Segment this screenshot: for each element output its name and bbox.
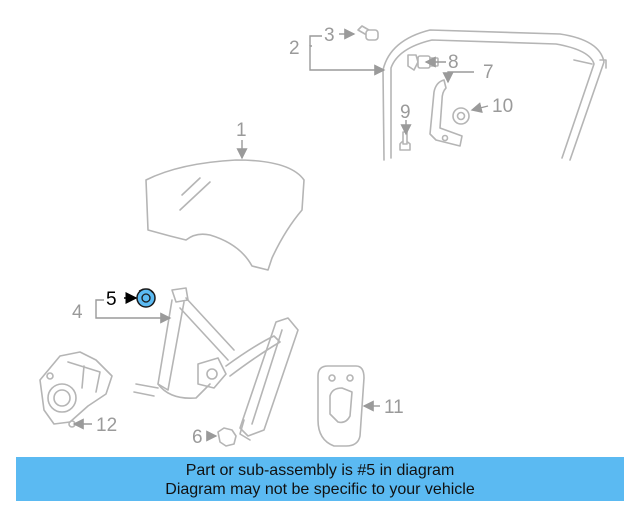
bracket-part-7 <box>429 79 463 147</box>
callout-7: 7 <box>483 62 494 83</box>
nut-part-10 <box>452 107 470 125</box>
nut-part-6 <box>217 427 237 447</box>
door-frame-channel <box>382 29 607 161</box>
callout-3: 3 <box>324 25 335 46</box>
info-banner: Part or sub-assembly is #5 in diagram Di… <box>16 457 624 501</box>
callout-9: 9 <box>400 102 411 123</box>
banner-line-2: Diagram may not be specific to your vehi… <box>165 481 475 498</box>
nut-part-5-highlighted[interactable] <box>136 288 156 308</box>
handle-part-11 <box>317 365 365 447</box>
leader-lines <box>72 28 489 442</box>
callout-5[interactable]: 5 <box>106 289 117 310</box>
banner-line-1: Part or sub-assembly is #5 in diagram <box>185 462 455 479</box>
bolt-part-9 <box>399 131 411 151</box>
glass-part-1 <box>145 159 305 271</box>
callout-12: 12 <box>96 415 117 436</box>
callout-11: 11 <box>384 397 404 418</box>
callout-6: 6 <box>192 427 203 448</box>
callout-labels: 1 2 3 8 7 9 10 4 5 6 11 12 <box>72 25 513 448</box>
callout-10: 10 <box>492 96 513 117</box>
callout-8: 8 <box>448 52 459 73</box>
regulator-part-4 <box>133 287 299 441</box>
callout-1: 1 <box>236 120 247 141</box>
screw-part-3 <box>357 25 379 41</box>
callout-4: 4 <box>72 302 83 323</box>
callout-2: 2 <box>289 38 300 59</box>
motor-part-12 <box>39 351 113 428</box>
